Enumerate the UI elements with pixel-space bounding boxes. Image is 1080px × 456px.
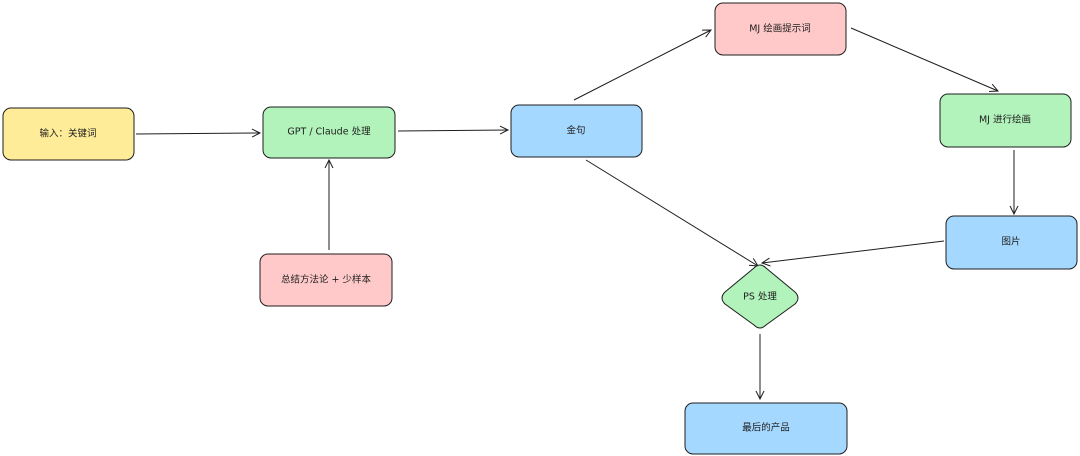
edge-golden-to-mjprompt (573, 30, 711, 101)
node-ps: PS 处理 (721, 264, 799, 329)
node-input-label: 输入：关键词 (39, 128, 96, 140)
node-mj-prompt-label: MJ 绘画提示词 (749, 23, 811, 35)
edge-golden-to-ps (585, 159, 758, 266)
node-input: 输入：关键词 (2, 107, 135, 161)
node-image-label: 图片 (1001, 236, 1020, 248)
node-image: 图片 (945, 215, 1078, 270)
edge-gpt-to-golden (397, 130, 508, 131)
node-golden-label: 金句 (566, 125, 585, 137)
edge-image-to-ps (762, 240, 945, 263)
node-mj-draw-label: MJ 进行绘画 (979, 114, 1031, 126)
node-product-label: 最后的产品 (742, 422, 790, 434)
edges (135, 27, 1014, 399)
node-mj-prompt: MJ 绘画提示词 (714, 2, 847, 56)
node-product: 最后的产品 (684, 402, 848, 455)
edge-mjprompt-to-mjdraw (850, 27, 998, 91)
node-gpt: GPT / Claude 处理 (262, 106, 396, 159)
node-gpt-label: GPT / Claude 处理 (287, 126, 371, 138)
node-mj-draw: MJ 进行绘画 (939, 93, 1072, 148)
node-golden: 金句 (510, 104, 643, 158)
edge-input-to-gpt (135, 133, 260, 134)
node-method-label: 总结方法论 + 少样本 (281, 274, 371, 286)
node-method: 总结方法论 + 少样本 (259, 253, 393, 307)
node-ps-label: PS 处理 (743, 291, 777, 303)
